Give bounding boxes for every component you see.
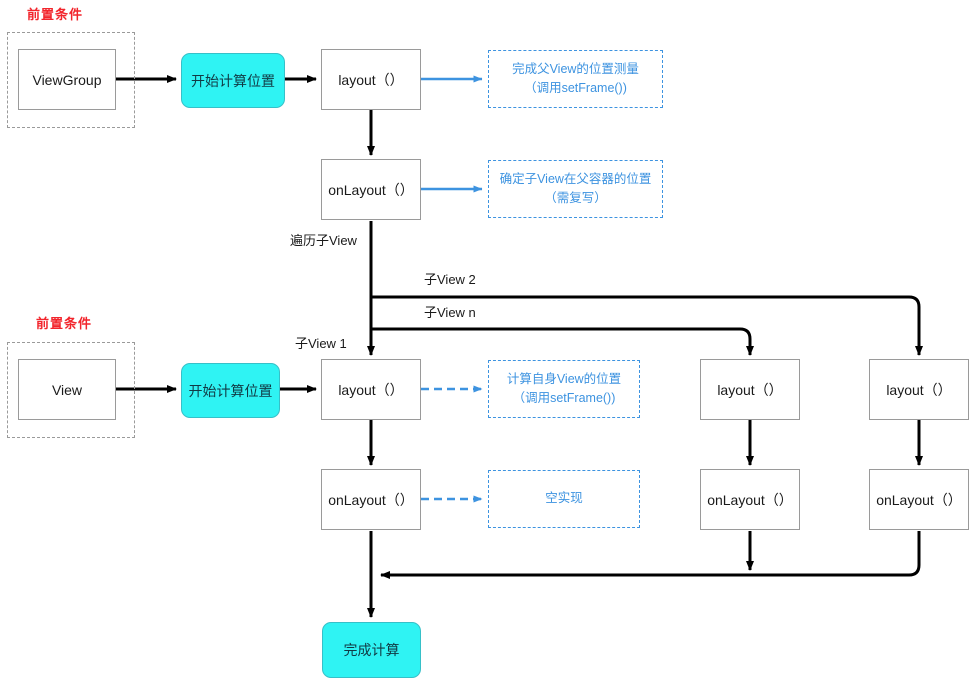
caption-precondition-top: 前置条件 — [27, 7, 84, 22]
node-childn-onlayout[interactable]: onLayout（） — [700, 469, 800, 530]
caption-precondition-bottom: 前置条件 — [36, 316, 93, 331]
edge-label-traverse: 遍历子View — [287, 230, 360, 249]
node-child1-layout[interactable]: layout（） — [321, 359, 421, 420]
note-parent-onlayout-line2: （需复写） — [544, 191, 607, 205]
node-child2-layout[interactable]: layout（） — [869, 359, 969, 420]
note-child-layout: 计算自身View的位置 （调用setFrame()) — [488, 360, 640, 418]
edge-label-child1: 子View 1 — [292, 333, 350, 352]
note-parent-layout-line1: 完成父View的位置测量 — [512, 61, 639, 76]
node-start-compute-parent[interactable]: 开始计算位置 — [181, 53, 285, 108]
precondition-group-top — [7, 32, 135, 128]
precondition-group-bottom — [7, 342, 135, 438]
note-child-onlayout-line1: 空实现 — [545, 491, 583, 506]
edge-branch-child2 — [371, 295, 923, 356]
note-child-onlayout: 空实现 — [488, 470, 640, 528]
node-child2-onlayout[interactable]: onLayout（） — [869, 469, 969, 530]
node-viewgroup[interactable]: ViewGroup — [18, 49, 116, 110]
edge-label-childn: 子View n — [421, 302, 479, 321]
node-parent-layout[interactable]: layout（） — [321, 49, 421, 110]
node-childn-layout[interactable]: layout（） — [700, 359, 800, 420]
node-parent-onlayout[interactable]: onLayout（） — [321, 159, 421, 220]
note-child-layout-line1: 计算自身View的位置 — [506, 371, 622, 386]
edge-label-child2: 子View 2 — [421, 269, 479, 288]
edge-branch-childn — [371, 327, 754, 356]
note-parent-onlayout: 确定子View在父容器的位置 （需复写） — [488, 160, 663, 218]
note-child-layout-line2: （调用setFrame()) — [512, 391, 616, 405]
node-view[interactable]: View — [18, 359, 116, 420]
note-parent-layout: 完成父View的位置测量 （调用setFrame()) — [488, 50, 663, 108]
node-start-compute-child[interactable]: 开始计算位置 — [181, 363, 280, 418]
node-child1-onlayout[interactable]: onLayout（） — [321, 469, 421, 530]
node-finish[interactable]: 完成计算 — [322, 622, 421, 678]
edge-merge-childn — [380, 531, 921, 579]
note-parent-onlayout-line1: 确定子View在父容器的位置 — [499, 171, 652, 186]
note-parent-layout-line2: （调用setFrame()) — [524, 81, 627, 95]
